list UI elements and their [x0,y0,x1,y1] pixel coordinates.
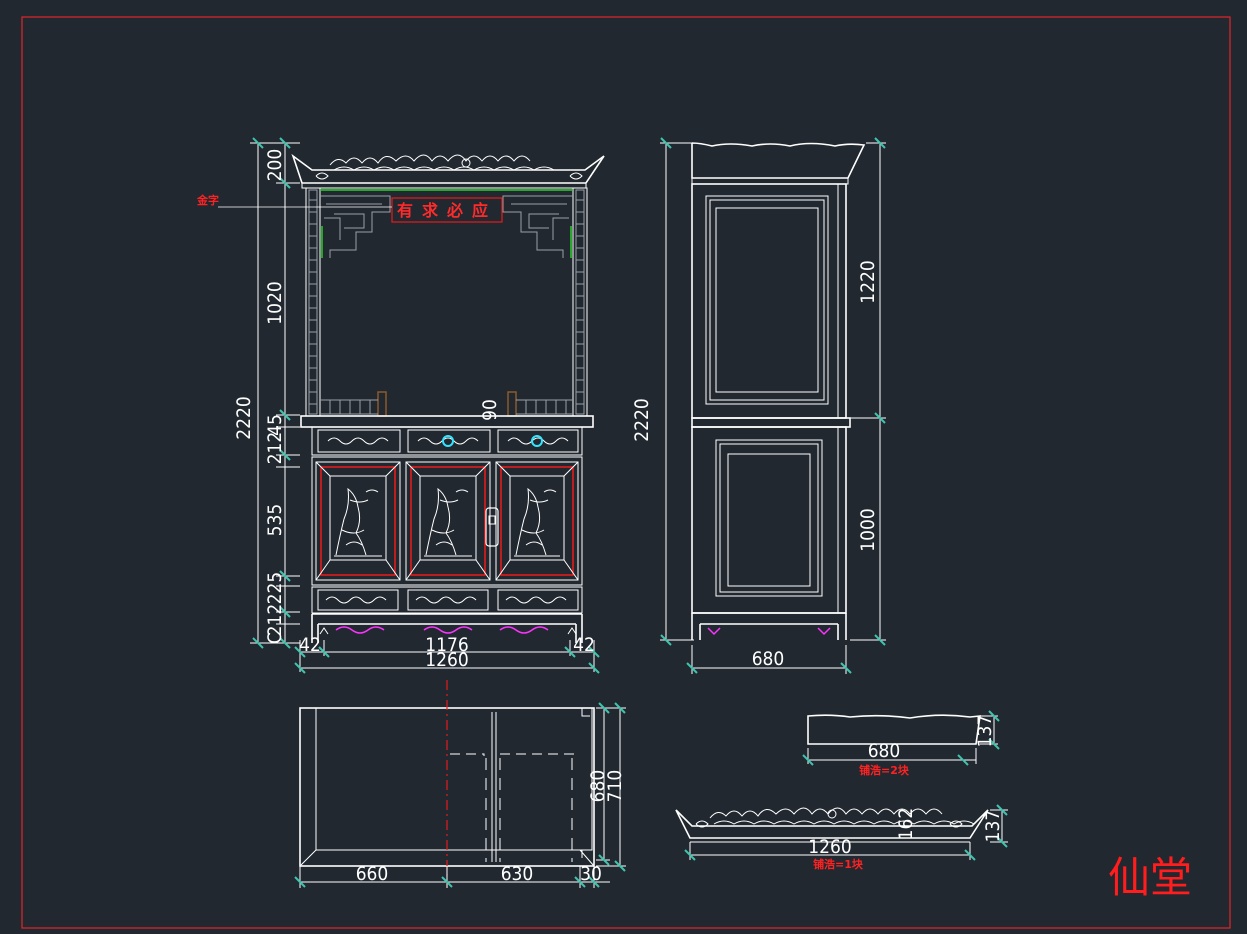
detail-top-board: 680 铺浩=2块 137 [802,710,1000,777]
side-lower-height: 1000 [857,508,879,552]
plan-left-width: 660 [356,863,389,885]
front-ledge-height: 45 [264,414,286,436]
crown-note: 铺浩=1块 [813,857,864,871]
front-total-width: 1260 [425,649,469,671]
plan-depth-inner: 680 [587,770,609,803]
front-lower-drawer: 225 [264,572,286,605]
detail-crown: 1260 铺浩=1块 162 137 [675,804,1008,871]
front-lower-drawer-prefix: 212 [264,604,286,637]
front-base-mark: C [264,632,286,644]
crown-width: 1260 [808,836,852,858]
front-crown-height: 200 [264,149,286,182]
front-elevation: 2220 200 1020 45 212 535 225 212 C [196,137,605,674]
side-depth: 680 [752,648,785,670]
rail-height: 90 [479,399,501,421]
inscription-plaque [391,197,503,223]
drawing-title: 仙堂 [1108,853,1192,902]
front-right-margin: 42 [573,634,595,656]
plan-view: 680 710 660 630 30 [294,680,626,888]
plan-right-width: 630 [501,863,534,885]
top-board-width: 680 [868,740,901,762]
side-elevation: 2220 1220 1000 [631,137,886,674]
callout-label: 金字 [196,193,219,207]
plan-edge-width: 30 [580,863,602,885]
front-drawer-band: 212 [264,432,286,465]
crown-height: 137 [982,810,1004,843]
front-inner-width: 1176 [425,634,469,656]
top-board-height: 137 [974,715,996,748]
sheet-border [21,16,1231,929]
front-door-zone: 535 [264,504,286,537]
front-opening-height: 1020 [264,281,286,325]
top-board-note: 铺浩=2块 [859,763,910,777]
inscription-text: 有求必应 [397,201,497,220]
front-total-height: 2220 [233,396,255,440]
front-left-margin: 42 [299,634,321,656]
crown-inner-height: 162 [895,808,917,841]
door-panels [315,461,579,581]
side-upper-height: 1220 [857,260,879,304]
side-total-height: 2220 [631,398,653,442]
plan-depth-outer: 710 [604,770,626,803]
dragon-carving-top [315,154,583,180]
